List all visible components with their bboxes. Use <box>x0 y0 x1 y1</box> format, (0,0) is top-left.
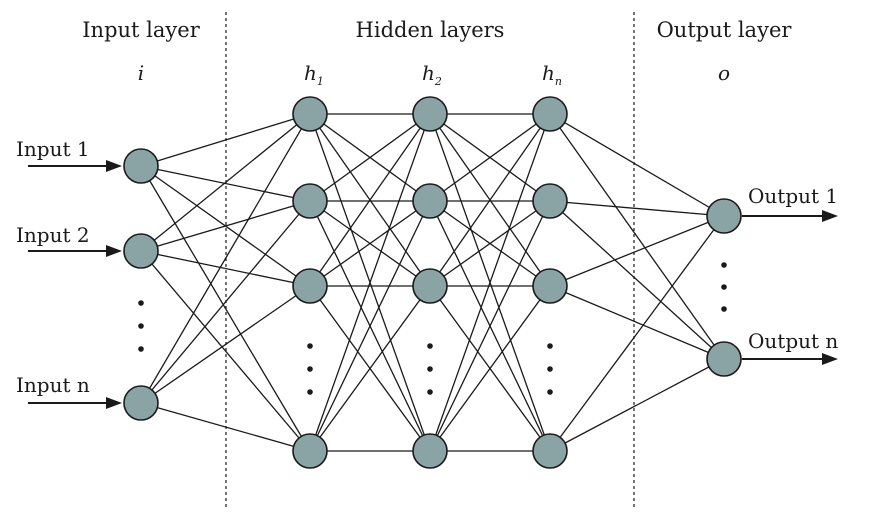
neuron-hn-1 <box>532 96 568 132</box>
connection-hn-1-to-output-2 <box>549 113 725 360</box>
connection-input-1-to-h1-1 <box>140 113 311 167</box>
connections <box>140 113 725 452</box>
ellipsis-dot-input-3 <box>138 346 144 352</box>
connection-input-2-to-h1-4 <box>140 250 311 452</box>
neuron-hn-2 <box>532 183 568 219</box>
neuron-h1-3 <box>292 268 328 304</box>
connection-hn-3-to-output-1 <box>549 215 725 287</box>
section-title-input: Input layer <box>82 18 200 42</box>
neuron-hn-3 <box>532 268 568 304</box>
ellipsis-dot-h2-3 <box>427 389 433 395</box>
input-n-arrowhead <box>106 397 122 409</box>
connection-input-3-to-h1-1 <box>140 113 311 404</box>
layer-symbol-h1: h1 <box>304 61 324 88</box>
output-label-1: Output 1 <box>748 184 838 208</box>
neurons <box>123 96 742 469</box>
section-title-output: Output layer <box>657 18 793 42</box>
ellipsis-dots <box>138 262 727 395</box>
ellipsis-dot-h1-1 <box>307 343 313 349</box>
neuron-input-1 <box>123 148 159 184</box>
neuron-h1-2 <box>292 183 328 219</box>
output-1-arrowhead <box>822 210 838 222</box>
ellipsis-dot-h1-3 <box>307 389 313 395</box>
layer-symbol-h2: h2 <box>422 61 442 88</box>
connection-input-1-to-h1-4 <box>140 165 311 452</box>
neuron-h1-4 <box>292 433 328 469</box>
connection-input-2-to-h1-3 <box>140 250 311 287</box>
neuron-h2-3 <box>412 268 448 304</box>
connection-h2-3-to-hn-1 <box>429 113 551 287</box>
neuron-hn-4 <box>532 433 568 469</box>
input-label-2: Input 2 <box>16 223 90 247</box>
connection-h2-2-to-hn-1 <box>429 113 551 202</box>
connection-h1-3-to-h2-1 <box>309 113 431 287</box>
output-arrows <box>742 210 838 365</box>
ellipsis-dot-hn-1 <box>547 343 553 349</box>
input-label-1: Input 1 <box>16 137 90 161</box>
ellipsis-dot-output-2 <box>721 284 727 290</box>
connection-h2-4-to-hn-3 <box>429 285 551 452</box>
ellipsis-dot-output-1 <box>721 262 727 268</box>
connection-h1-4-to-h2-1 <box>309 113 431 452</box>
connection-hn-2-to-output-1 <box>549 200 725 217</box>
connection-h1-4-to-h2-3 <box>309 285 431 452</box>
connection-input-2-to-h1-2 <box>140 200 311 252</box>
connection-hn-2-to-output-2 <box>549 200 725 360</box>
neuron-h1-1 <box>292 96 328 132</box>
input-1-arrowhead <box>106 160 122 172</box>
connection-input-1-to-h1-2 <box>140 165 311 202</box>
neuron-h2-2 <box>412 183 448 219</box>
connection-h1-3-to-h2-2 <box>309 200 431 287</box>
ellipsis-dot-input-1 <box>138 300 144 306</box>
neuron-output-1 <box>706 198 742 234</box>
neuron-h2-4 <box>412 433 448 469</box>
ellipsis-dot-h1-2 <box>307 366 313 372</box>
ellipsis-dot-hn-2 <box>547 366 553 372</box>
connection-input-3-to-h1-2 <box>140 200 311 404</box>
connection-hn-3-to-output-2 <box>549 285 725 360</box>
connection-h2-3-to-hn-2 <box>429 200 551 287</box>
ellipsis-dot-h2-2 <box>427 366 433 372</box>
connection-hn-4-to-output-1 <box>549 215 725 452</box>
neuron-h2-1 <box>412 96 448 132</box>
input-arrows <box>28 160 122 409</box>
input-2-arrowhead <box>106 245 122 257</box>
ellipsis-dot-hn-3 <box>547 389 553 395</box>
neuron-input-2 <box>123 233 159 269</box>
layer-symbol-hn: hn <box>542 61 562 88</box>
connection-input-3-to-h1-4 <box>140 402 311 452</box>
output-n-arrowhead <box>822 353 838 365</box>
connection-h1-2-to-h2-1 <box>309 113 431 202</box>
ellipsis-dot-output-3 <box>721 306 727 312</box>
connection-h1-4-to-h2-2 <box>309 200 431 452</box>
layer-symbol-input: i <box>138 61 144 85</box>
neuron-output-2 <box>706 341 742 377</box>
input-label-n: Input n <box>16 373 90 397</box>
ellipsis-dot-h2-1 <box>427 343 433 349</box>
layer-symbol-output: o <box>718 61 730 85</box>
connection-hn-4-to-output-2 <box>549 358 725 452</box>
neuron-input-3 <box>123 385 159 421</box>
section-title-hidden: Hidden layers <box>356 18 505 42</box>
connection-h2-4-to-hn-2 <box>429 200 551 452</box>
connection-h2-4-to-hn-1 <box>429 113 551 452</box>
ellipsis-dot-input-2 <box>138 323 144 329</box>
connection-hn-1-to-output-1 <box>549 113 725 217</box>
connection-input-2-to-h1-1 <box>140 113 311 252</box>
output-label-n: Output n <box>748 329 838 353</box>
connection-input-3-to-h1-3 <box>140 285 311 404</box>
